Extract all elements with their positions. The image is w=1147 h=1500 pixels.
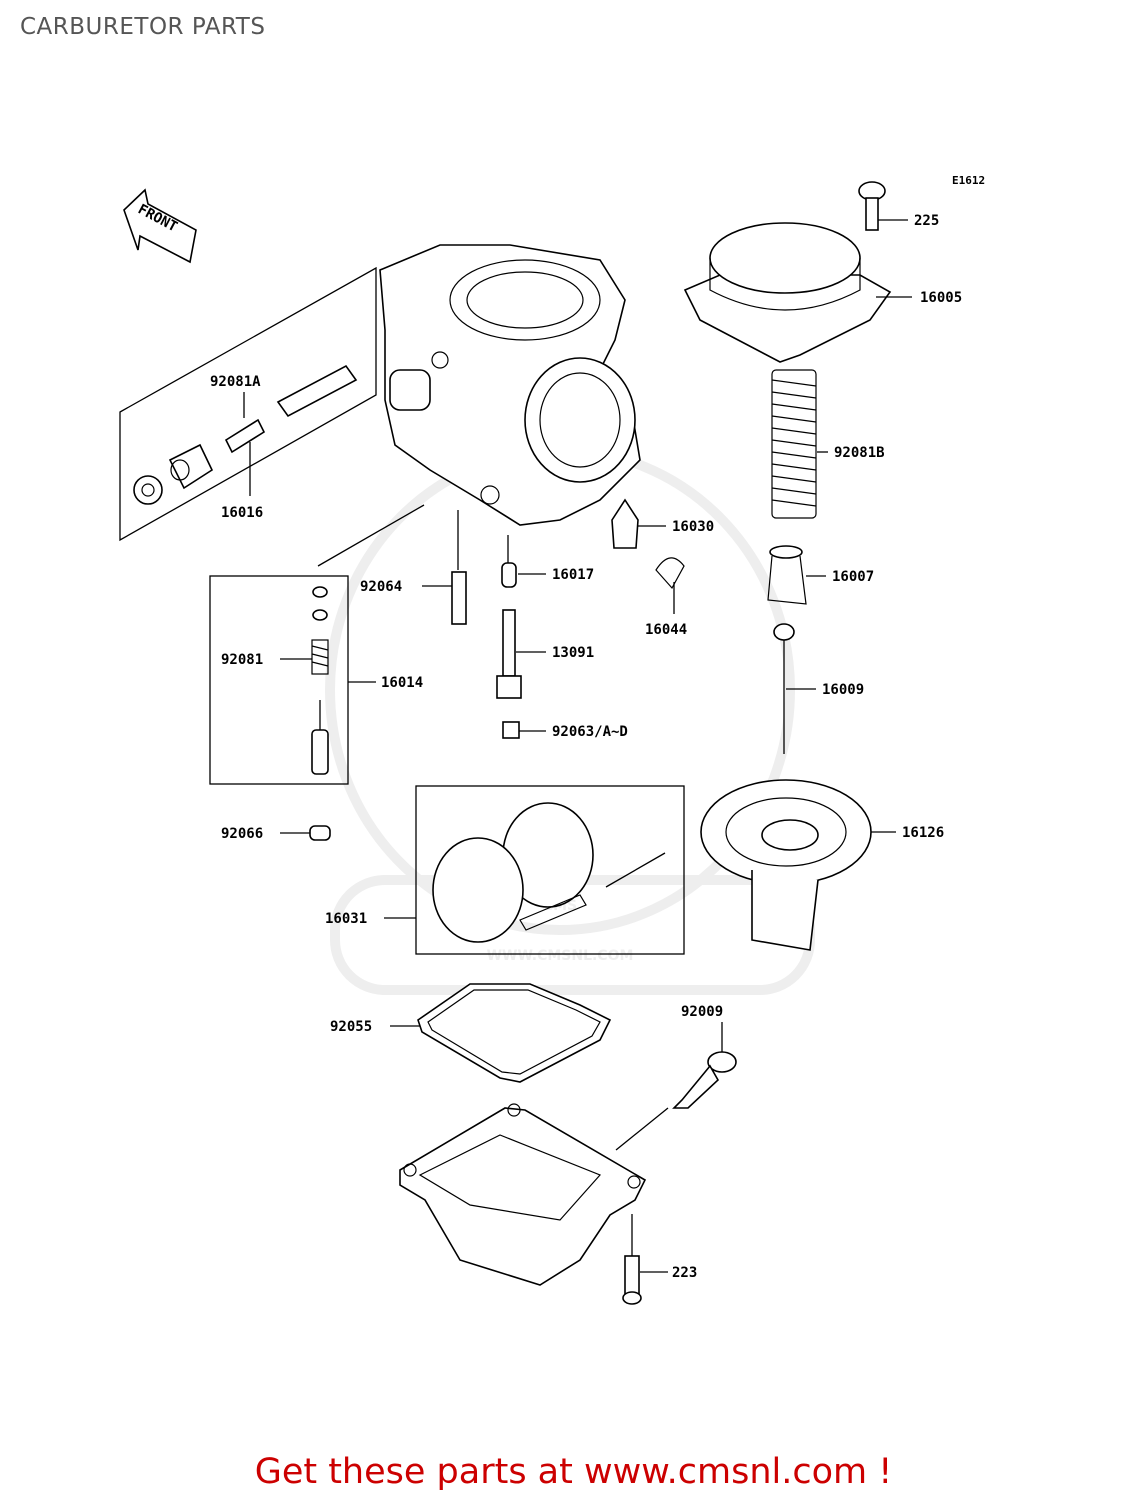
part-label: 16031 <box>325 911 367 927</box>
label-leader-lines <box>243 219 912 1273</box>
watermark-url: WWW.CMSNL.COM <box>487 948 634 964</box>
part-label: 16007 <box>832 569 874 585</box>
body-leader-lines <box>317 504 509 570</box>
part-label: 92066 <box>221 826 263 842</box>
diagram-code: E1612 <box>952 174 985 187</box>
part-label: 92064 <box>360 579 402 595</box>
frame-16016 <box>119 266 377 542</box>
part-label: 16014 <box>381 675 423 691</box>
part-label: 92081B <box>834 445 885 461</box>
frame-16031 <box>415 785 685 955</box>
part-92055 <box>417 983 612 1083</box>
part-label: 16126 <box>902 825 944 841</box>
promo-link[interactable]: Get these parts at www.cmsnl.com ! <box>254 1452 893 1492</box>
part-label: 92009 <box>681 1004 723 1020</box>
cmsnl-watermark: CMS WWW.CMSNL.COM <box>325 445 815 995</box>
part-label: 92055 <box>330 1019 372 1035</box>
part-label: 92063/A~D <box>552 724 628 740</box>
float-bowl <box>399 1103 647 1286</box>
part-16030 <box>611 498 639 549</box>
page-title: CARBURETOR PARTS <box>20 14 266 40</box>
part-label: 16044 <box>645 622 687 638</box>
part-92066 <box>309 825 331 841</box>
part-16044 <box>655 557 685 590</box>
part-label: 92081 <box>221 652 263 668</box>
part-label: 225 <box>914 213 939 229</box>
part-16016-assembly <box>133 364 358 505</box>
front-arrow-icon: FRONT <box>123 188 197 264</box>
part-label: 16017 <box>552 567 594 583</box>
part-label: 16016 <box>221 505 263 521</box>
part-225 <box>858 181 886 231</box>
part-92009 <box>615 1051 737 1151</box>
part-92081B <box>771 369 817 519</box>
part-label: 223 <box>672 1265 697 1281</box>
part-92063 <box>502 721 520 739</box>
part-label: 13091 <box>552 645 594 661</box>
part-label: 16030 <box>672 519 714 535</box>
part-16031 <box>432 802 666 943</box>
part-16005 <box>683 222 892 363</box>
part-16009 <box>773 623 795 754</box>
part-16014-assembly <box>311 586 329 775</box>
part-labels: 225 16005 92081A 16016 92081B 16030 9206… <box>210 213 962 1281</box>
part-16007 <box>767 545 807 605</box>
part-16017 <box>501 562 517 588</box>
part-label: 92081A <box>210 374 261 390</box>
carburetor-body <box>379 244 641 526</box>
part-label: 16005 <box>920 290 962 306</box>
part-label: 16009 <box>822 682 864 698</box>
frame-16014 <box>209 575 349 785</box>
part-92064 <box>451 571 467 625</box>
part-223 <box>622 1214 642 1305</box>
carburetor-parts-diagram: CMS WWW.CMSNL.COM E1612 FRONT <box>119 174 985 1305</box>
part-13091 <box>496 609 522 699</box>
part-16126 <box>700 779 872 951</box>
